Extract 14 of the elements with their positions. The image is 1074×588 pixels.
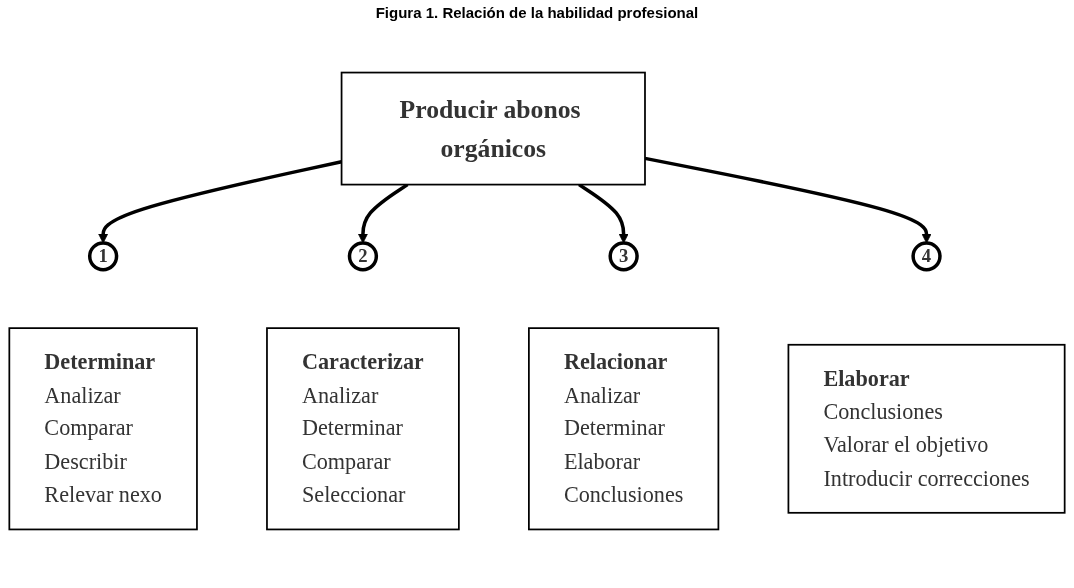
node-circle: 1 [87, 241, 119, 272]
node-circle: 4 [911, 241, 942, 272]
node-box: Relacionar Analizar Determinar Elaborar Conclusiones [528, 327, 720, 531]
arrow [578, 183, 629, 244]
node-box: Producir abonos orgánicos [340, 71, 646, 186]
arrow [644, 156, 932, 244]
node-circle: 2 [347, 241, 379, 272]
node-box: Determinar Analizar Comparar Describir Relevar nexo [8, 327, 198, 531]
node-box: Elaborar Conclusiones Valorar el objetivo Introducir correcciones [787, 343, 1066, 514]
arrow [357, 183, 409, 244]
node-box: Caracterizar Analizar Determinar Comparar Seleccionar [266, 327, 460, 531]
node-circle: 3 [608, 241, 639, 272]
figure-title: Figura 1. Relación de la habilidad profesional [374, 4, 700, 21]
arrow [98, 160, 342, 244]
